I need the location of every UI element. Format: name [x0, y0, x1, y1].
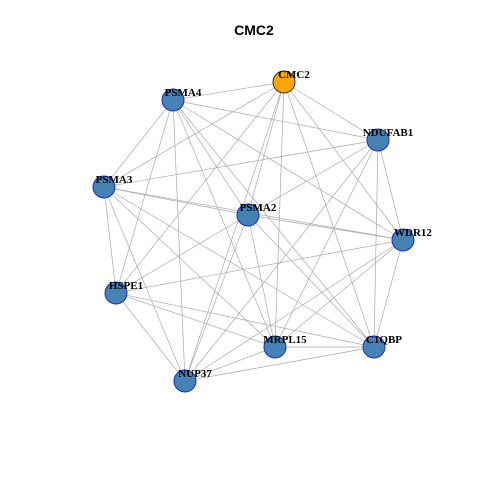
edge-ndufab1-nup37	[184, 139, 379, 382]
edge-psma4-wdr12	[172, 99, 404, 241]
edge-psma2-nup37	[184, 214, 249, 382]
diagram-title: CMC2	[234, 22, 274, 38]
node-label-cmc2: CMC2	[278, 69, 310, 81]
edge-cmc2-c1qbp	[283, 81, 375, 348]
edge-psma4-ndufab1	[172, 99, 379, 141]
edge-psma3-nup37	[103, 186, 186, 382]
edge-psma4-c1qbp	[172, 99, 375, 348]
node-c1qbp	[362, 335, 386, 359]
edges-layer	[103, 81, 404, 382]
edge-psma2-mrpl15	[247, 214, 276, 348]
node-label-ndufab1: NDUFAB1	[363, 127, 414, 139]
edge-psma4-mrpl15	[172, 99, 276, 348]
edge-c1qbp-nup37	[184, 346, 375, 382]
node-cmc2	[272, 70, 296, 94]
node-psma2	[236, 203, 260, 227]
nodes-layer	[92, 70, 415, 393]
edge-cmc2-psma2	[247, 81, 285, 216]
edge-psma2-c1qbp	[247, 214, 375, 348]
edge-wdr12-mrpl15	[274, 239, 404, 348]
node-wdr12	[391, 228, 415, 252]
edge-cmc2-mrpl15	[274, 81, 285, 348]
node-mrpl15	[263, 335, 287, 359]
node-label-nup37: NUP37	[178, 368, 212, 380]
edge-ndufab1-c1qbp	[373, 139, 379, 348]
node-ndufab1	[366, 128, 390, 152]
edge-cmc2-nup37	[184, 81, 285, 382]
edge-mrpl15-nup37	[184, 346, 276, 382]
node-label-wdr12: WDR12	[394, 227, 432, 239]
edge-ndufab1-psma2	[247, 139, 379, 216]
edge-hspe1-nup37	[115, 292, 186, 382]
edge-psma4-psma3	[103, 99, 174, 188]
edge-psma3-psma2	[103, 186, 249, 216]
node-psma3	[92, 175, 116, 199]
node-label-psma3: PSMA3	[96, 174, 133, 186]
edge-ndufab1-wdr12	[377, 139, 404, 241]
node-label-c1qbp: C1QBP	[366, 334, 402, 346]
edge-psma2-hspe1	[115, 214, 249, 294]
edge-cmc2-psma3	[103, 81, 285, 188]
edge-wdr12-hspe1	[115, 239, 404, 294]
edge-ndufab1-psma3	[103, 139, 379, 188]
node-psma4	[161, 88, 185, 112]
node-hspe1	[104, 281, 128, 305]
node-label-psma4: PSMA4	[165, 87, 202, 99]
node-nup37	[173, 369, 197, 393]
edge-hspe1-mrpl15	[115, 292, 276, 348]
node-label-hspe1: HSPE1	[109, 280, 143, 292]
edge-hspe1-c1qbp	[115, 292, 375, 348]
edge-psma4-hspe1	[115, 99, 174, 294]
edge-cmc2-ndufab1	[283, 81, 379, 141]
node-label-psma2: PSMA2	[240, 202, 277, 214]
edge-psma3-hspe1	[103, 186, 117, 294]
edge-wdr12-c1qbp	[373, 239, 404, 348]
edge-cmc2-psma4	[172, 81, 285, 101]
edge-cmc2-wdr12	[283, 81, 404, 241]
edge-psma4-nup37	[172, 99, 186, 382]
edge-ndufab1-mrpl15	[274, 139, 379, 348]
edge-psma2-wdr12	[247, 214, 404, 241]
edge-psma3-c1qbp	[103, 186, 375, 348]
node-label-mrpl15: MRPL15	[263, 334, 307, 346]
labels-layer: CMC2PSMA4NDUFAB1PSMA3PSMA2WDR12HSPE1MRPL…	[96, 69, 433, 380]
edge-wdr12-nup37	[184, 239, 404, 382]
edge-psma4-psma2	[172, 99, 249, 216]
edge-cmc2-hspe1	[115, 81, 285, 294]
